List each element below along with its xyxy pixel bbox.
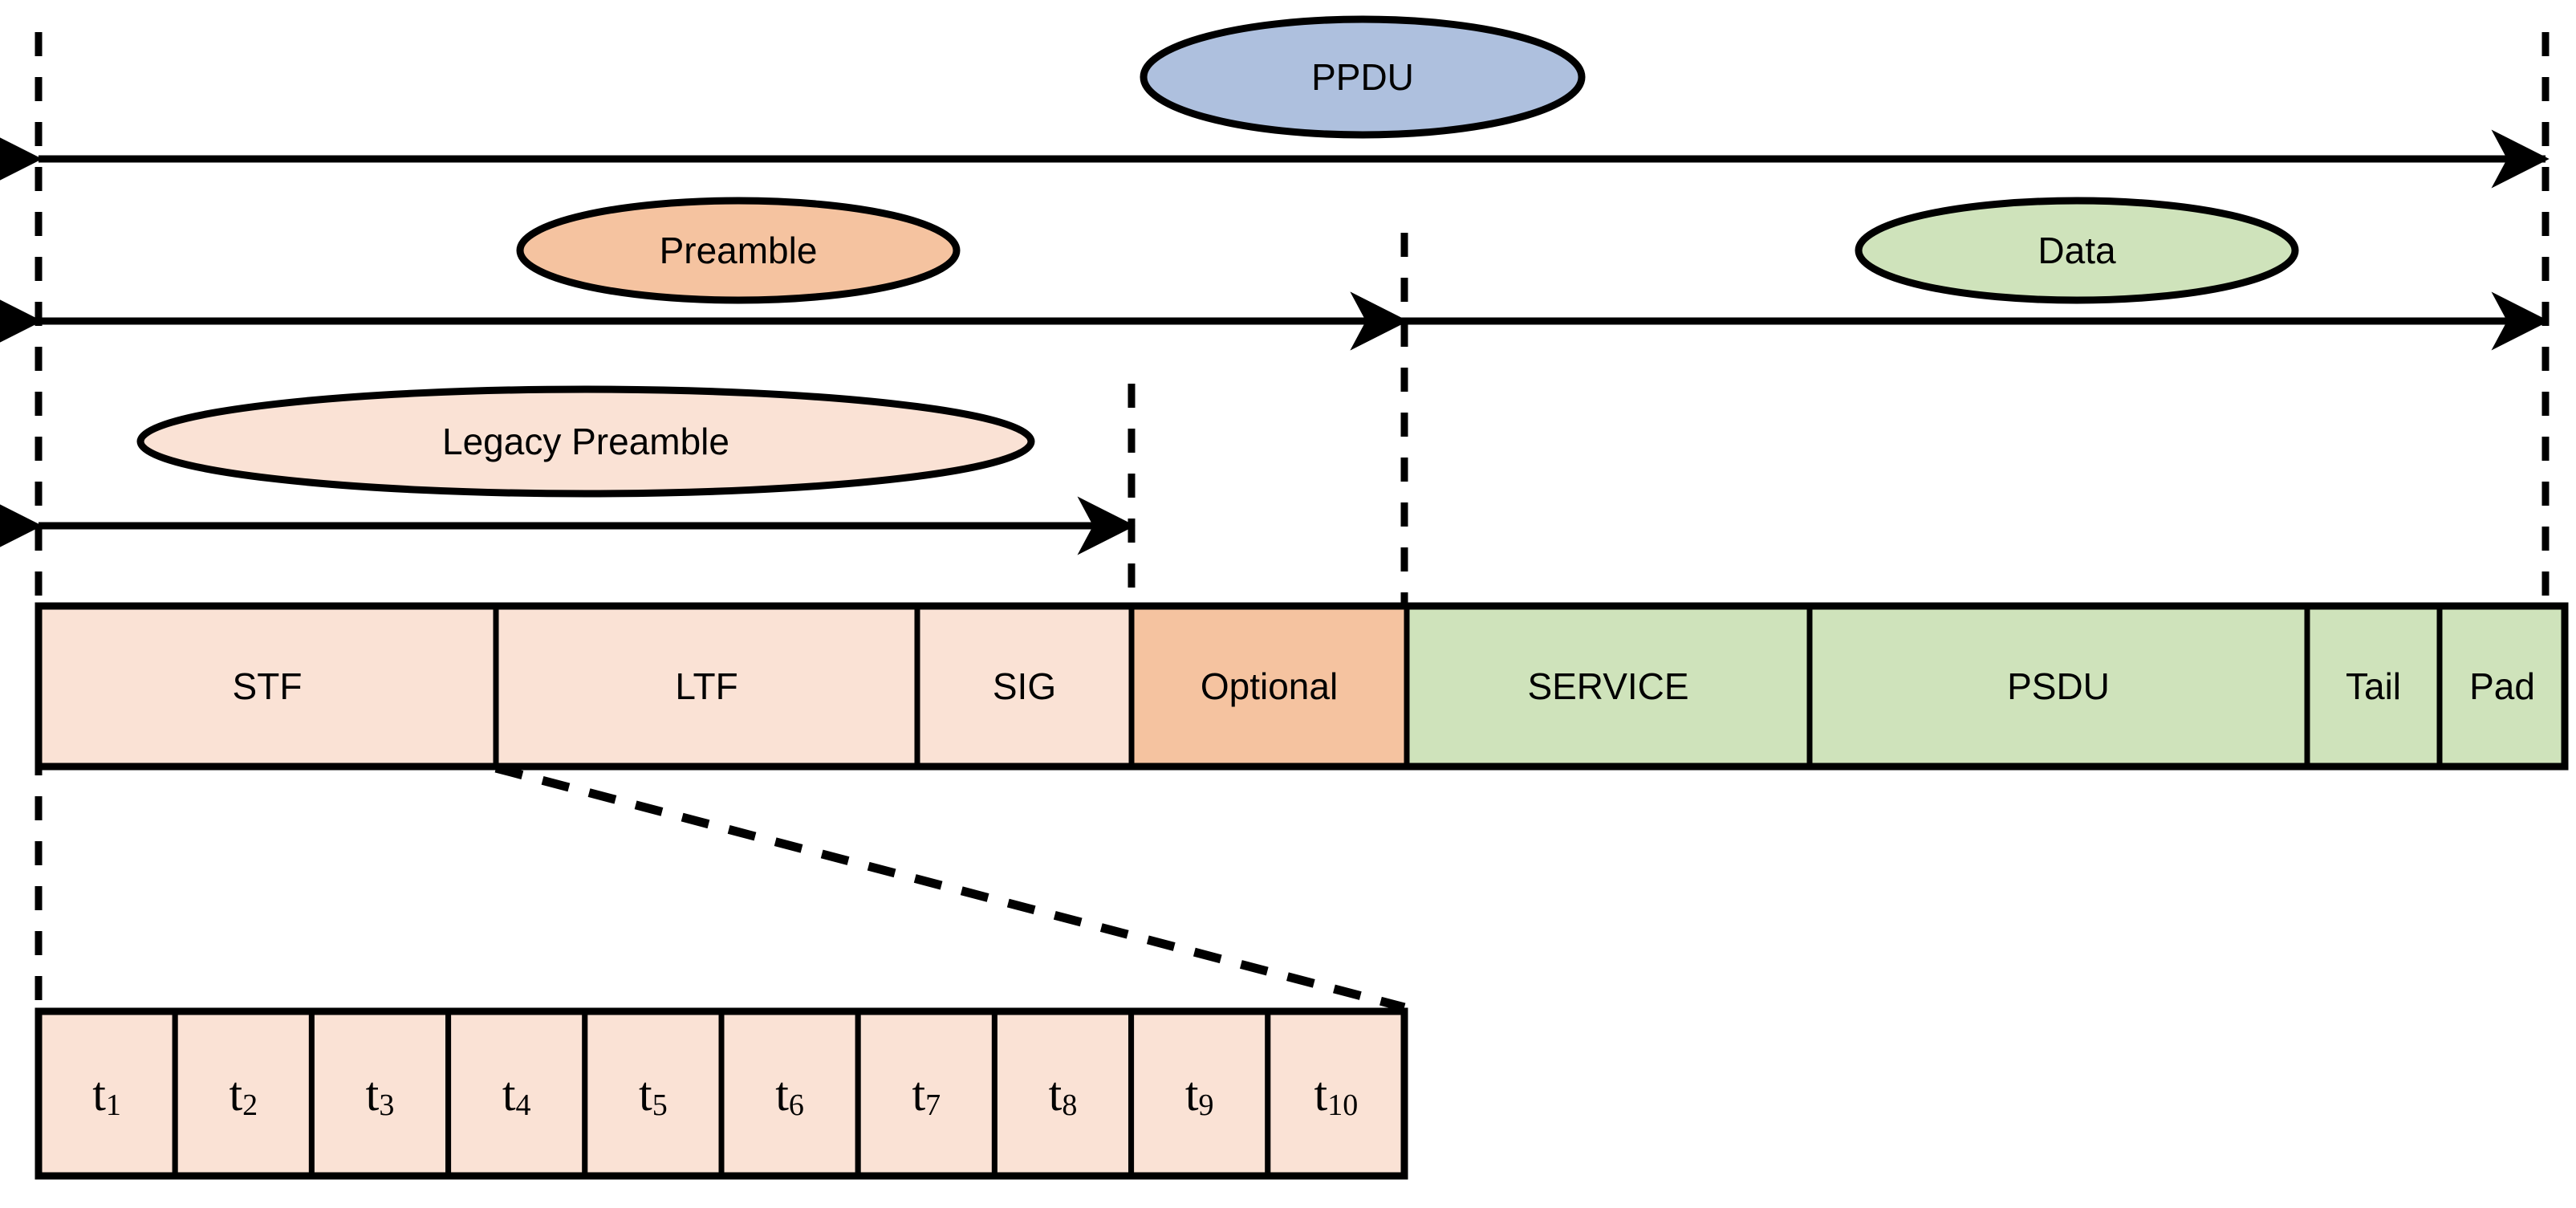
stf-slot-base-t3: t <box>365 1067 380 1121</box>
stf-slot-base-t1: t <box>92 1067 106 1121</box>
frame-field-service[interactable] <box>1404 603 1813 770</box>
stf-slot-subscript-t2: 2 <box>242 1088 258 1122</box>
stf-slot-base-t7: t <box>912 1067 926 1121</box>
stf-slot-t10[interactable] <box>1265 1008 1408 1179</box>
stf-slot-base-t10: t <box>1314 1067 1328 1121</box>
stf-slot-base-t2: t <box>229 1067 243 1121</box>
stf-slot-t9[interactable] <box>1128 1008 1271 1179</box>
stf-callout <box>494 763 1406 1012</box>
stf-slot-t6[interactable] <box>718 1008 861 1179</box>
annotation-ellipses-group <box>136 15 2299 498</box>
stf-slot-subscript-t10: 10 <box>1327 1088 1359 1122</box>
frame-field-ltf[interactable] <box>493 603 920 770</box>
stf-slot-t7[interactable] <box>855 1008 997 1179</box>
stf-slot-subscript-t9: 9 <box>1198 1088 1214 1122</box>
frame-field-pad[interactable] <box>2436 603 2568 770</box>
stf-slot-base-t9: t <box>1184 1067 1199 1121</box>
frame-bar-outline <box>35 602 2569 771</box>
ellipse-data[interactable] <box>1855 197 2299 304</box>
stf-slot-subscript-t1: 1 <box>105 1088 121 1122</box>
frame-field-stf[interactable] <box>35 603 499 770</box>
ellipse-ppdu[interactable] <box>1140 15 1586 139</box>
stf-detail-bar-outline <box>35 1007 1408 1180</box>
stf-slot-base-t8: t <box>1048 1067 1062 1121</box>
stf-slot-base-t5: t <box>639 1067 652 1121</box>
stf-slot-subscript-t4: 4 <box>515 1088 531 1122</box>
frame-bar-group <box>35 602 2569 771</box>
stf-slot-subscript-t8: 8 <box>1062 1088 1078 1122</box>
frame-field-optional[interactable] <box>1128 603 1410 770</box>
ellipse-preamble[interactable] <box>516 197 961 304</box>
stf-detail-bar-group <box>35 1007 1408 1180</box>
stf-slot-subscript-t5: 5 <box>652 1088 668 1122</box>
stf-slot-base-t4: t <box>502 1067 516 1121</box>
stf-slot-subscript-t7: 7 <box>925 1088 941 1122</box>
ellipse-legacy-preamble[interactable] <box>136 385 1035 498</box>
span-arrows-group <box>0 129 2550 555</box>
frame-field-psdu[interactable] <box>1806 603 2310 770</box>
stf-slot-subscript-t6: 6 <box>788 1088 804 1122</box>
stf-slot-base-t6: t <box>775 1067 789 1121</box>
frame-field-tail[interactable] <box>2304 603 2443 770</box>
frame-field-sig[interactable] <box>914 603 1135 770</box>
stf-callout-line-group <box>494 763 1406 1012</box>
stf-slot-t2[interactable] <box>172 1008 315 1179</box>
stf-slot-subscript-t3: 3 <box>379 1088 395 1122</box>
